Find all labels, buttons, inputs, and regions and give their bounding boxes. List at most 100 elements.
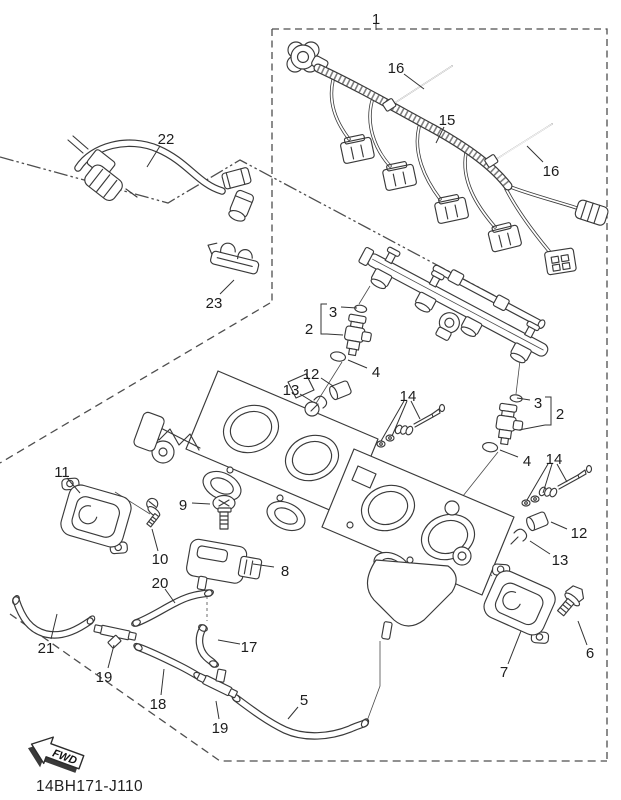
callout-label-6: 6	[586, 645, 594, 662]
callout-label-3R: 3	[534, 395, 542, 412]
part-clip-13-right	[510, 528, 528, 545]
callout-leader-13R	[529, 540, 551, 555]
callout-leader-3L	[340, 306, 358, 309]
callout-leader-23	[219, 279, 235, 295]
callout-leader-4L	[347, 359, 368, 369]
callout-label-8: 8	[281, 563, 289, 580]
callout-label-16a: 16	[388, 60, 405, 77]
hose-group-chain-line	[0, 156, 496, 297]
part-cable-tie-16b	[484, 123, 553, 168]
callout-label-21: 21	[38, 640, 55, 657]
harness-connector-d	[487, 222, 522, 253]
callout-label-13R: 13	[552, 552, 569, 569]
callout-label-19a: 19	[96, 669, 113, 686]
part-cap-12-right	[526, 511, 549, 532]
callout-label-17: 17	[241, 639, 258, 656]
callout-leader-5	[287, 706, 299, 720]
part-bolt-9	[212, 494, 236, 530]
callout-leader-16b	[526, 145, 544, 163]
callout-label-14L: 14	[400, 388, 417, 405]
callout-label-16b: 16	[543, 163, 560, 180]
callout-label-2L: 2	[305, 321, 313, 338]
part-injector-right	[482, 394, 524, 453]
harness-connector-f	[544, 247, 577, 276]
callout-leader-4R	[499, 449, 519, 458]
fuel-rail-pressure-regulator	[435, 312, 460, 341]
hose22-left-connector	[67, 135, 138, 202]
fuel-rail-bolts	[384, 246, 540, 339]
bracket-2R	[545, 396, 552, 426]
callout-leader-3R	[516, 397, 531, 401]
fan-14L-1	[380, 400, 405, 442]
callout-leader-16a	[403, 73, 425, 90]
callout-label-9: 9	[179, 497, 187, 514]
callout-leader-20	[164, 588, 176, 604]
part-hose-clamp-23	[207, 242, 260, 275]
callout-label-11: 11	[54, 464, 70, 481]
part-code: 14BH171-J110	[36, 778, 143, 795]
part-tee-joint-19b	[196, 668, 238, 699]
callout-leader-10	[151, 528, 159, 552]
callout-leader-15	[435, 126, 445, 144]
callout-label-19b: 19	[212, 720, 229, 737]
callout-label-23: 23	[206, 295, 223, 312]
fuel-rail-injector-cups	[370, 268, 532, 364]
harness-connector-a	[340, 134, 375, 164]
bracket-2R-arm	[518, 424, 546, 431]
callout-label-14R: 14	[546, 451, 563, 468]
harness-connector-c	[434, 194, 469, 224]
fan-14R-2	[542, 463, 553, 494]
part-cable-tie-16a	[382, 65, 453, 112]
callout-leader-8	[252, 563, 275, 568]
fwd-arrow: FWD	[27, 736, 85, 773]
part-cap-12-left	[329, 380, 352, 401]
part-sensor-7	[483, 563, 556, 644]
part-tee-joint-19a	[93, 624, 137, 649]
callout-label-20: 20	[152, 575, 169, 592]
callout-leader-13L	[299, 393, 314, 403]
part-sensor-8	[186, 538, 263, 591]
callout-label-2R: 2	[556, 406, 564, 423]
part-bolt-6	[556, 585, 585, 617]
part-joint-set-14-right	[521, 464, 593, 507]
part-joint-set-14-left	[376, 403, 446, 448]
callout-leader-9	[191, 502, 211, 505]
callout-leader-18	[160, 668, 165, 696]
callout-label-18: 18	[150, 696, 167, 713]
hose22-right-connector	[221, 167, 255, 222]
part-fuel-hose-22	[67, 135, 255, 222]
callout-leader-12L	[320, 377, 334, 387]
callout-leader-21	[50, 613, 58, 640]
part-clip-13-left	[310, 395, 328, 412]
callout-leader-17	[217, 639, 241, 645]
fan-14L-2	[391, 400, 408, 437]
callout-label-13L: 13	[283, 382, 300, 399]
callout-leader-7	[507, 630, 522, 665]
callout-leader-11	[66, 477, 81, 494]
group-boundaries	[0, 28, 608, 762]
harness-connector-e	[574, 199, 609, 226]
callout-leader-19a	[107, 644, 115, 669]
callout-label-12L: 12	[303, 366, 320, 383]
callout-label-7: 7	[500, 664, 508, 681]
callout-label-22: 22	[158, 131, 175, 148]
callout-label-5: 5	[300, 692, 308, 709]
callout-label-15: 15	[439, 112, 456, 129]
group-divider-line	[0, 302, 271, 464]
harness-box-border	[272, 28, 608, 761]
fan-14L-3	[410, 400, 421, 420]
hose-end-caps	[12, 589, 370, 728]
fan-14R-1	[526, 463, 549, 501]
callout-leader-6	[577, 620, 588, 646]
callout-label-10: 10	[152, 551, 169, 568]
harness-connector-b	[382, 161, 417, 191]
bracket-2L-arm	[326, 333, 344, 336]
callout-leader-22	[146, 145, 161, 168]
callout-label-12R: 12	[571, 525, 588, 542]
part-fuel-rail	[358, 246, 549, 364]
callout-label-4L: 4	[372, 364, 380, 381]
part-wire-harness-1	[286, 41, 609, 276]
